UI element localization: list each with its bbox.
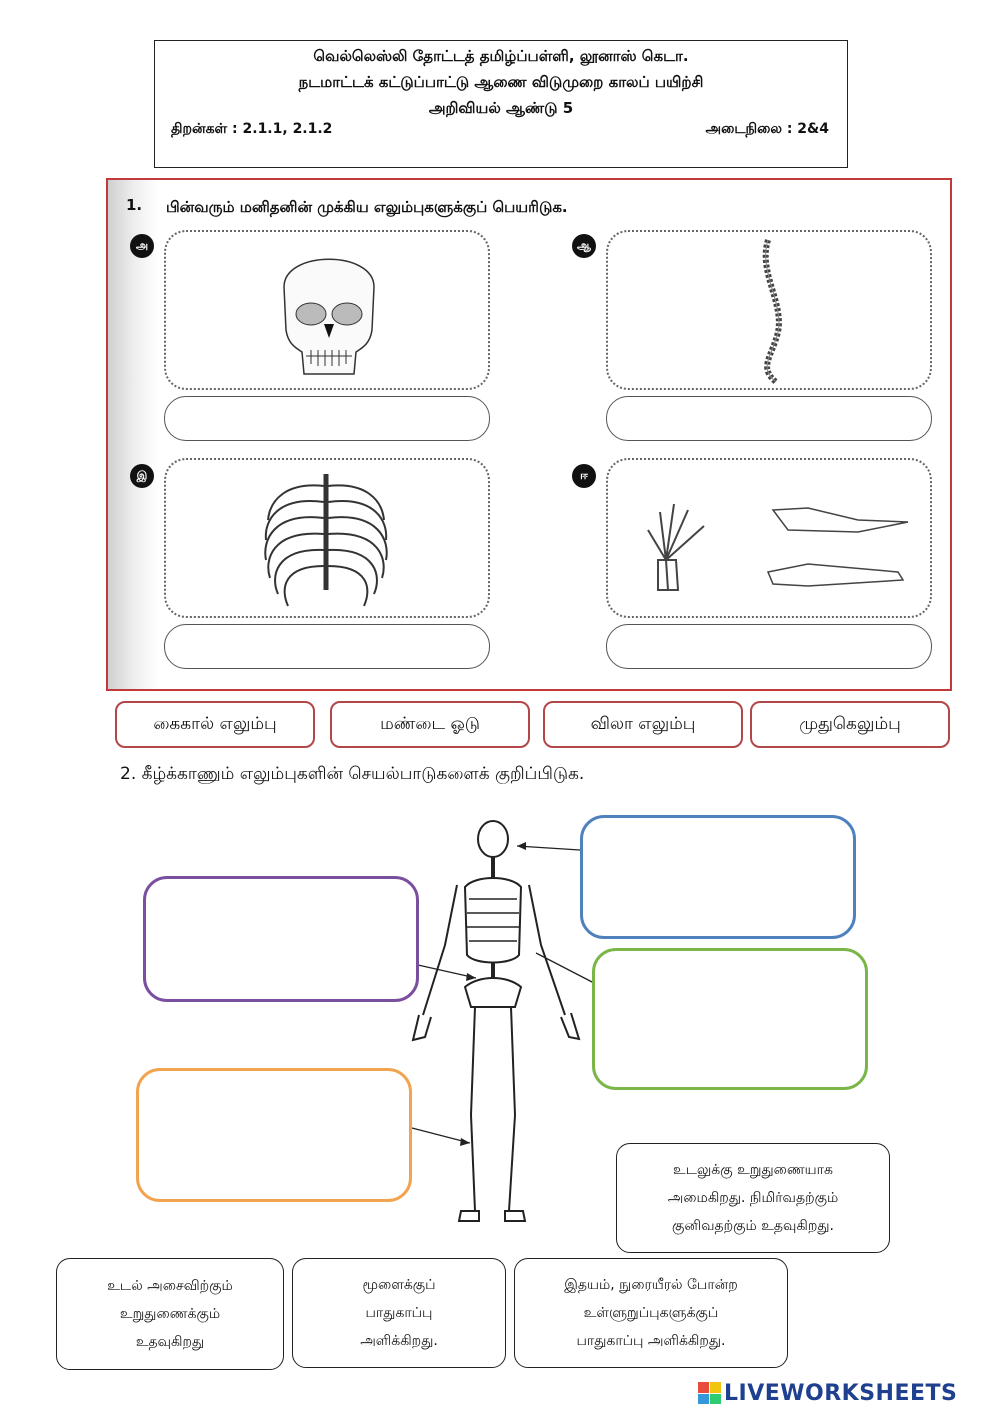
hand-foot-image-box [606,458,932,618]
option-skull[interactable]: மண்டை ஓடு [330,701,530,748]
function-line: உடல் அசைவிற்கும் [107,1278,233,1294]
label-i-badge: இ [130,464,154,488]
answer-input-a[interactable] [164,396,490,441]
label-ii-badge: ஈ [572,464,596,488]
answer-input-aa[interactable] [606,396,932,441]
option-spine[interactable]: முதுகெலும்பு [750,701,950,748]
subject-title: அறிவியல் ஆண்டு 5 [428,99,574,117]
function-line: மூளைக்குப் [362,1277,436,1293]
ribcage-image-box [164,458,490,618]
option-limb-bones[interactable]: கைகால் எலும்பு [115,701,315,748]
function-line: உடலுக்கு உறுதுணையாக [673,1162,833,1178]
question-1-number: 1. [126,196,143,214]
function-line: இதயம், நுரையீரல் போன்ற [564,1277,738,1293]
function-option-support[interactable]: உடலுக்கு உறுதுணையாக அமைகிறது. நிமிர்வதற்… [616,1143,890,1253]
ribcage-function-answer-box[interactable] [143,876,419,1002]
function-line: உதவுகிறது [135,1334,205,1350]
spine-function-answer-box[interactable] [592,948,868,1090]
skull-image-box [164,230,490,390]
skeleton-icon [411,820,581,1222]
function-line: உள்ளுறுப்புகளுக்குப் [583,1305,719,1321]
limb-function-answer-box[interactable] [136,1068,412,1202]
function-line: குனிவதற்கும் உதவுகிறது. [671,1218,835,1234]
option-ribs[interactable]: விலா எலும்பு [543,701,743,748]
program-title: நடமாட்டக் கட்டுப்பாட்டு ஆணை விடுமுறை கால… [298,73,704,91]
function-line: அமைகிறது. நிமிர்வதற்கும் [667,1190,839,1206]
ribcage-icon [264,474,388,607]
liveworksheets-icon [698,1382,721,1404]
worksheet-header: வெல்லெஸ்லி தோட்டத் தமிழ்ப்பள்ளி, லூனாஸ் … [154,40,848,168]
label-a-badge: அ [130,234,154,258]
liveworksheets-logo: LIVEWORKSHEETS [698,1380,957,1406]
function-option-brain[interactable]: மூளைக்குப் பாதுகாப்பு அளிக்கிறது. [292,1258,506,1368]
question-1-text: பின்வரும் மனிதனின் முக்கிய எலும்புகளுக்க… [166,198,568,216]
skills-label: திறன்கள் : 2.1.1, 2.1.2 [171,121,333,137]
level-label: அடைநிலை : 2&4 [705,121,829,137]
function-option-organs[interactable]: இதயம், நுரையீரல் போன்ற உள்ளுறுப்புகளுக்க… [514,1258,788,1368]
function-line: உறுதுணைக்கும் [119,1306,221,1322]
answer-input-ii[interactable] [606,624,932,669]
hand-foot-bones-icon [647,503,909,591]
school-name: வெல்லெஸ்லி தோட்டத் தமிழ்ப்பள்ளி, லூனாஸ் … [313,47,689,65]
logo-text: LIVEWORKSHEETS [724,1380,958,1406]
spine-icon [762,239,782,385]
question-2-text: 2. கீழ்க்காணும் எலும்புகளின் செயல்பாடுகள… [120,764,585,784]
label-aa-badge: ஆ [572,234,596,258]
function-line: பாதுகாப்பு அளிக்கிறது. [576,1333,726,1349]
function-line: பாதுகாப்பு [365,1305,433,1321]
function-option-movement[interactable]: உடல் அசைவிற்கும் உறுதுணைக்கும் உதவுகிறது [56,1258,284,1370]
spine-image-box [606,230,932,390]
answer-input-i[interactable] [164,624,490,669]
function-line: அளிக்கிறது. [360,1333,438,1349]
skull-function-answer-box[interactable] [580,815,856,939]
skull-icon [283,258,375,375]
